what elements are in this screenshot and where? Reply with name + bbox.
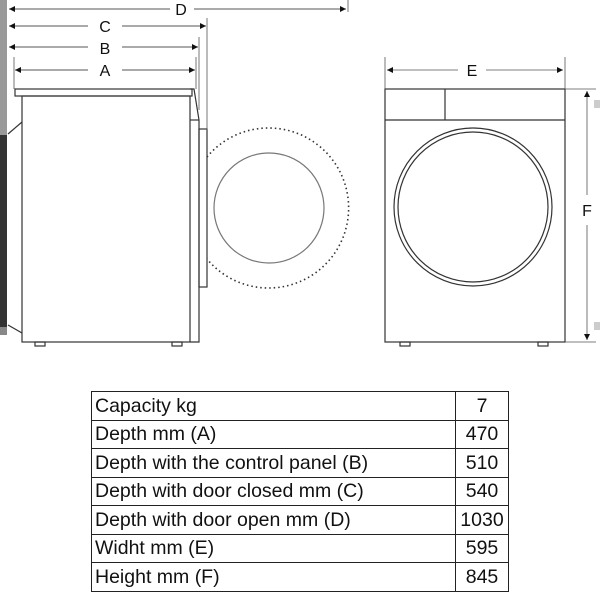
table-row: Height mm (F)845 [91,562,509,592]
dim-label-f: F [582,203,592,220]
dim-label-b: B [100,41,111,58]
row-value: 1030 [455,505,509,535]
row-value: 470 [455,419,509,449]
table-row: Depth with the control panel (B)510 [91,448,509,478]
dim-label-c: C [99,19,111,36]
table-row: Widht mm (E)595 [91,533,509,563]
dim-label-a: A [100,63,111,80]
row-value: 510 [455,448,509,478]
row-label: Height mm (F) [91,562,456,592]
row-value: 845 [455,562,509,592]
row-value: 7 [455,391,509,421]
dim-label-d: D [175,2,187,19]
row-label: Depth with the control panel (B) [91,448,456,478]
row-label: Depth with door closed mm (C) [91,476,456,506]
row-label: Depth with door open mm (D) [91,505,456,535]
row-label: Depth mm (A) [91,419,456,449]
dim-label-e: E [467,63,478,80]
table-row: Depth mm (A)470 [91,419,509,449]
side-view [7,88,350,347]
row-value: 540 [455,476,509,506]
table-row: Depth with door open mm (D)1030 [91,505,509,535]
front-view [384,88,566,347]
dimension-diagram: D C B A E F [0,0,600,347]
row-value: 595 [455,533,509,563]
row-label: Capacity kg [91,391,456,421]
row-label: Widht mm (E) [91,533,456,563]
dimension-lines [9,6,346,73]
left-edge-strip [0,0,7,335]
table-row: Depth with door closed mm (C)540 [91,476,509,506]
